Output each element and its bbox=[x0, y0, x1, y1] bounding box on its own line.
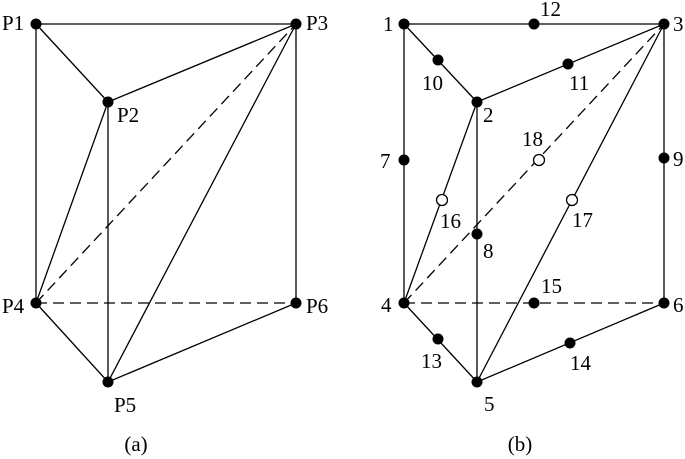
node-12 bbox=[528, 18, 540, 30]
label-12: 12 bbox=[540, 0, 561, 21]
node-7 bbox=[398, 154, 410, 166]
node-8 bbox=[471, 228, 483, 240]
label-2: 2 bbox=[483, 103, 494, 127]
caption-b: (b) bbox=[508, 432, 533, 456]
label-5: 5 bbox=[484, 392, 495, 416]
edge-p2-p4 bbox=[35, 101, 109, 304]
node-2 bbox=[471, 96, 483, 108]
node-p6 bbox=[290, 297, 302, 309]
node-p5 bbox=[102, 376, 114, 388]
node-10 bbox=[432, 54, 444, 66]
node-13 bbox=[432, 333, 444, 345]
label-6: 6 bbox=[673, 293, 684, 317]
label-p4: P4 bbox=[2, 294, 25, 318]
caption-a: (a) bbox=[124, 432, 147, 456]
node-p3 bbox=[290, 18, 302, 30]
label-p5: P5 bbox=[114, 393, 136, 417]
node-17 bbox=[565, 193, 579, 207]
node-9 bbox=[658, 152, 670, 164]
label-8: 8 bbox=[483, 239, 494, 263]
label-p2: P2 bbox=[117, 103, 139, 127]
label-7: 7 bbox=[380, 149, 391, 173]
node-15 bbox=[528, 297, 540, 309]
label-10: 10 bbox=[422, 71, 443, 95]
label-11: 11 bbox=[569, 71, 589, 95]
node-p1 bbox=[30, 18, 42, 30]
label-1: 1 bbox=[383, 12, 394, 36]
label-15: 15 bbox=[541, 274, 562, 298]
label-9: 9 bbox=[673, 147, 684, 171]
node-18 bbox=[532, 153, 546, 167]
node-14 bbox=[564, 337, 576, 349]
label-p1: P1 bbox=[2, 11, 24, 35]
figure-a: P1 P2 P3 P4 P5 P6 (a) bbox=[2, 11, 328, 456]
edge-p5-p3 bbox=[107, 23, 297, 383]
label-p6: P6 bbox=[306, 294, 328, 318]
node-p2 bbox=[102, 96, 114, 108]
label-4: 4 bbox=[381, 293, 392, 317]
node-6 bbox=[658, 297, 670, 309]
edge-p1-p2 bbox=[35, 23, 109, 103]
label-3: 3 bbox=[673, 12, 684, 36]
figure-b: 1 2 3 4 5 6 7 8 9 10 11 12 13 14 15 16 1… bbox=[380, 0, 684, 456]
node-11 bbox=[562, 58, 574, 70]
edge-p4-p5 bbox=[35, 302, 109, 383]
edge-p5-p6 bbox=[107, 302, 297, 383]
node-1 bbox=[398, 18, 410, 30]
label-18: 18 bbox=[522, 127, 543, 151]
node-4 bbox=[398, 297, 410, 309]
edge-p4-p3-hidden bbox=[35, 23, 297, 304]
label-16: 16 bbox=[440, 209, 461, 233]
node-3 bbox=[658, 18, 670, 30]
edge-p2-p3 bbox=[107, 23, 297, 103]
label-p3: P3 bbox=[306, 11, 328, 35]
node-16 bbox=[435, 193, 449, 207]
label-13: 13 bbox=[421, 349, 442, 373]
label-17: 17 bbox=[572, 208, 593, 232]
label-14: 14 bbox=[570, 351, 592, 375]
node-5 bbox=[471, 376, 483, 388]
node-p4 bbox=[30, 297, 42, 309]
